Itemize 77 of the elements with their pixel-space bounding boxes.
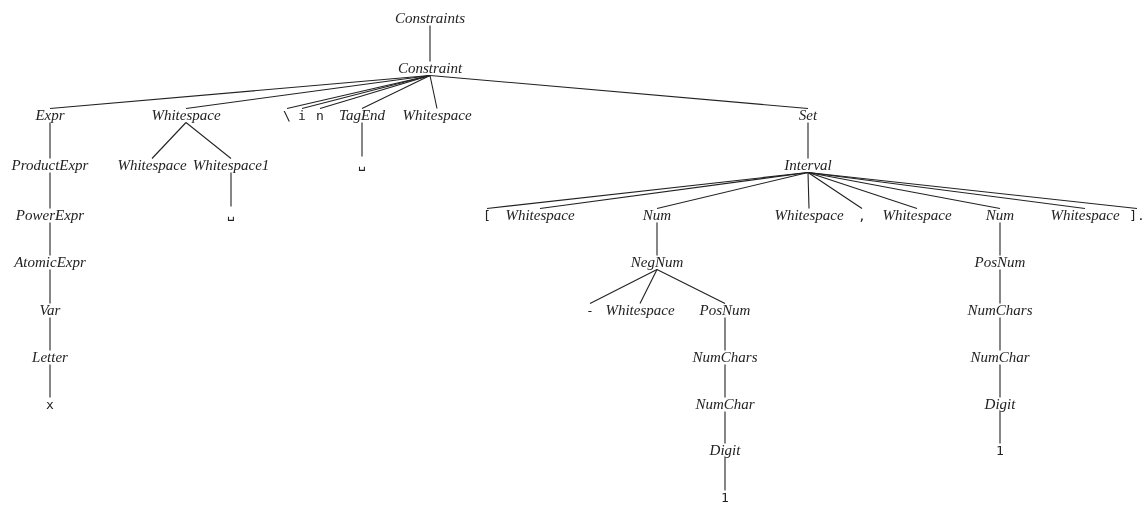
nonterminal-label: PowerExpr <box>15 206 85 224</box>
tree-branch <box>49 363 51 399</box>
nonterminal-label: Whitespace <box>402 106 472 124</box>
nonterminal-label: TagEnd <box>338 106 386 124</box>
tree-branch <box>429 74 438 110</box>
nonterminal-label: NumChars <box>692 348 758 366</box>
nonterminal-label: Expr <box>35 106 65 124</box>
nonterminal-label: AtomicExpr <box>14 253 86 271</box>
tree-branch <box>999 268 1001 305</box>
tree-branch <box>230 171 232 208</box>
tree-branch <box>589 268 658 305</box>
nonterminal-label: NumChar <box>695 395 755 413</box>
tree-branch <box>807 171 810 210</box>
nonterminal-label: Digit <box>984 395 1016 413</box>
tree-branch <box>49 268 51 305</box>
nonterminal-label: Whitespace1 <box>192 156 270 174</box>
nonterminal-label: PosNum <box>699 301 751 319</box>
tree-branch <box>49 171 51 210</box>
terminal-symbol: 1 <box>996 441 1004 459</box>
nonterminal-label: NumChar <box>970 348 1030 366</box>
terminal-symbol: ␣ <box>358 154 366 172</box>
terminal-symbol: 1 <box>721 488 729 506</box>
nonterminal-label: Letter <box>32 348 68 366</box>
nonterminal-label: Whitespace <box>882 206 952 224</box>
tree-branch <box>151 121 187 160</box>
tree-branch <box>724 410 726 445</box>
nonterminal-label: Whitespace <box>774 206 844 224</box>
terminal-symbol: [ <box>483 206 491 224</box>
tree-branch <box>807 171 918 210</box>
tree-branch <box>999 410 1001 445</box>
tree-branch <box>49 316 51 352</box>
nonterminal-label: Interval <box>784 156 832 174</box>
nonterminal-label: NegNum <box>630 253 684 271</box>
terminal-symbol: i <box>298 106 306 124</box>
tree-branch <box>361 121 363 158</box>
tree-branch <box>656 171 809 210</box>
nonterminal-label: Whitespace <box>117 156 187 174</box>
tree-branch <box>429 24 431 63</box>
tree-branch <box>656 221 658 257</box>
tree-branch <box>185 121 232 160</box>
nonterminal-label: Constraint <box>397 59 463 77</box>
tree-branch <box>999 363 1001 399</box>
nonterminal-label: Var <box>39 301 61 319</box>
terminal-symbol: - <box>586 301 594 319</box>
tree-branch <box>999 221 1001 257</box>
nonterminal-label: ProductExpr <box>11 156 89 174</box>
nonterminal-label: Num <box>985 206 1015 224</box>
terminal-symbol: , <box>858 206 866 224</box>
nonterminal-label: Constraints <box>395 9 465 27</box>
terminal-symbol: ]. <box>1129 206 1145 224</box>
nonterminal-label: Whitespace <box>605 301 675 319</box>
tree-branch <box>999 316 1001 352</box>
nonterminal-label: PosNum <box>974 253 1026 271</box>
tree-branch <box>361 74 431 110</box>
tree-branch <box>724 316 726 352</box>
terminal-symbol: x <box>46 395 54 413</box>
nonterminal-label: Whitespace <box>505 206 575 224</box>
nonterminal-label: NumChars <box>967 301 1033 319</box>
tree-branch <box>807 171 1001 210</box>
nonterminal-label: Whitespace <box>151 106 221 124</box>
terminal-symbol: n <box>316 106 324 124</box>
tree-branch <box>639 268 658 305</box>
tree-branch <box>724 456 726 492</box>
tree-branch <box>49 121 51 160</box>
tree-branch <box>429 74 809 110</box>
tree-branch <box>656 268 726 305</box>
nonterminal-label: Whitespace <box>1050 206 1120 224</box>
tree-branch <box>807 171 1138 210</box>
tree-branch <box>807 121 809 160</box>
terminal-symbol: ␣ <box>227 204 235 222</box>
tree-branch <box>49 221 51 257</box>
tree-branch <box>724 363 726 399</box>
nonterminal-label: Set <box>798 106 818 124</box>
nonterminal-label: Digit <box>709 441 741 459</box>
terminal-symbol: \ <box>283 106 291 124</box>
nonterminal-label: Num <box>642 206 672 224</box>
tree-branch <box>807 171 863 210</box>
